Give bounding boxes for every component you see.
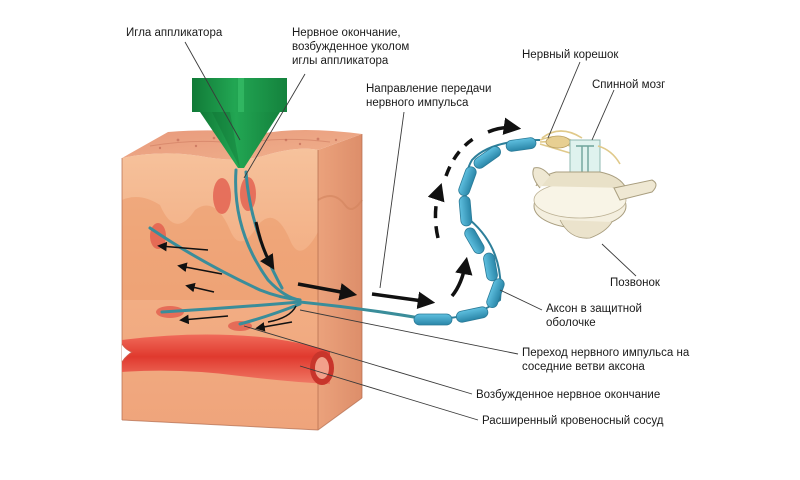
label-needle: Игла аппликатора bbox=[126, 27, 223, 39]
impulse-arrows-skin bbox=[157, 221, 358, 332]
label-direction-line2: нервного импульса bbox=[366, 97, 469, 109]
leader-lines bbox=[184, 41, 637, 421]
label-vessel: Расширенный кровеносный сосуд bbox=[482, 415, 664, 427]
impulse-arrows-axon bbox=[371, 117, 522, 309]
label-ending-line3: иглы аппликатора bbox=[292, 55, 389, 67]
label-axon-line1: Аксон в защитной bbox=[546, 303, 642, 315]
label-direction-line1: Направление передачи bbox=[366, 83, 491, 95]
label-transition-line1: Переход нервного импульса на bbox=[522, 347, 690, 359]
label-spinal-cord: Спинной мозг bbox=[592, 79, 665, 91]
label-vertebra: Позвонок bbox=[610, 277, 661, 289]
dermis-layer bbox=[122, 196, 318, 300]
spinal-column bbox=[532, 130, 657, 239]
label-transition-line2: соседние ветви аксона bbox=[522, 361, 645, 373]
label-ending-line2: возбужденное уколом bbox=[292, 41, 409, 53]
axon-sheath bbox=[413, 137, 541, 326]
blood-vessel bbox=[121, 334, 334, 385]
tissue-side-face bbox=[318, 134, 362, 430]
label-ending-line1: Нервное окончание, bbox=[292, 27, 401, 39]
labels: Игла аппликатора Нервное окончание, возб… bbox=[126, 27, 690, 427]
label-excited-ending: Возбужденное нервное окончание bbox=[476, 389, 660, 401]
label-nerve-root: Нервный корешок bbox=[522, 49, 619, 61]
label-axon-line2: оболочке bbox=[546, 317, 596, 329]
